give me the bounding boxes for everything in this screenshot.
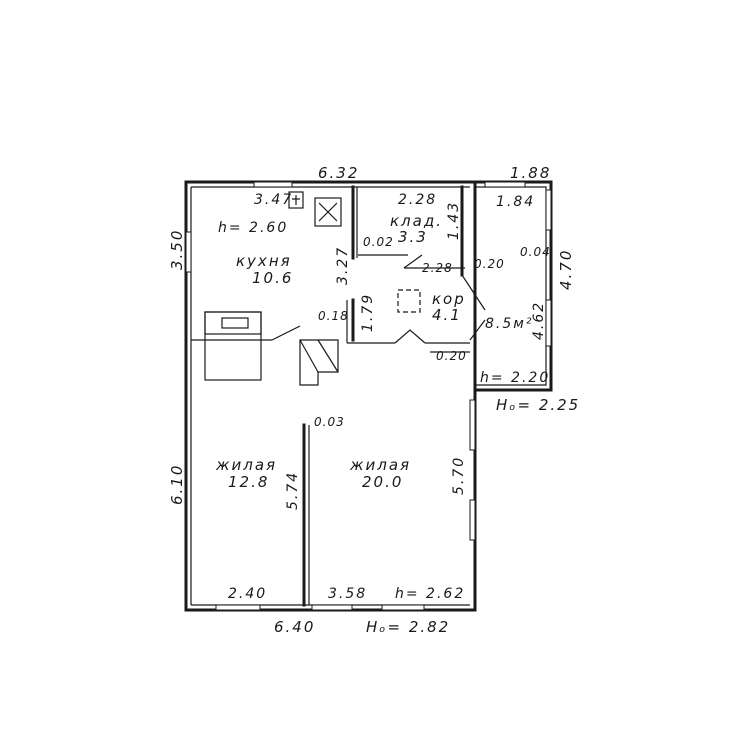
kitchen-width: 3.47 xyxy=(254,192,293,208)
sink xyxy=(314,197,342,227)
window-annex-right-1 xyxy=(545,189,552,231)
window-annex-right-2 xyxy=(545,299,552,347)
living-width: 3.58 xyxy=(328,586,367,602)
door-storage xyxy=(403,254,423,269)
wall-thickness-3: 0.03 xyxy=(314,415,345,429)
windows xyxy=(185,181,552,611)
living-area: 20.0 xyxy=(362,473,403,491)
room-annex: 1.84 8.5м² 4.62 xyxy=(485,194,547,340)
wall-thickness-notes: 0.02 0.18 0.03 0.20 0.04 0.20 xyxy=(314,235,551,429)
window-annex-top xyxy=(484,181,526,188)
dim-annex-top: 1.88 xyxy=(510,164,551,182)
annex-area: 8.5м² xyxy=(485,316,533,332)
door-annex xyxy=(461,274,486,311)
living-depth: 5.70 xyxy=(451,456,467,495)
kitchen-name: кухня xyxy=(236,252,292,270)
height-annex-outer: Hₒ= 2.25 xyxy=(496,396,580,414)
corridor-area: 4.1 xyxy=(432,306,462,324)
room-bedroom: жилая 12.8 2.40 5.74 xyxy=(215,456,301,602)
bedroom-area: 12.8 xyxy=(228,473,269,491)
storage-width: 2.28 xyxy=(398,192,437,208)
living-name: жилая xyxy=(349,456,411,474)
window-bedroom-bottom xyxy=(215,604,261,611)
dim-bottom-width: 6.40 xyxy=(274,618,315,636)
bedroom-name: жилая xyxy=(215,456,277,474)
annex-width: 1.84 xyxy=(496,194,535,210)
wall-thickness-1: 0.02 xyxy=(363,235,394,249)
door-annex-2 xyxy=(469,319,486,341)
wall-thickness-5: 0.04 xyxy=(520,245,551,259)
window-kitchen-top xyxy=(253,181,293,188)
storage-depth: 1.43 xyxy=(446,201,462,240)
door-kitchen xyxy=(271,325,301,341)
window-living-bottom xyxy=(311,604,353,611)
door-corridor xyxy=(394,329,426,344)
room-kitchen: 3.47 кухня 10.6 3.27 xyxy=(236,192,351,287)
wall-thickness-2: 0.18 xyxy=(318,309,349,323)
room-corridor: кор 4.1 1.79 xyxy=(360,290,466,332)
annex-depth: 4.62 xyxy=(531,301,547,340)
window-living-bottom-2 xyxy=(381,604,425,611)
height-main-outer: Hₒ= 2.82 xyxy=(366,618,450,636)
doors xyxy=(271,254,486,344)
room-storage: 2.28 клад. 3.3 1.43 2.28 xyxy=(390,192,462,275)
height-living-room: h= 2.62 xyxy=(395,586,465,602)
kitchen-area: 10.6 xyxy=(252,269,293,287)
height-annex: h= 2.20 xyxy=(480,370,550,386)
storage-name: клад. xyxy=(390,212,443,230)
stove xyxy=(204,311,262,381)
window-living-right-2 xyxy=(469,499,476,541)
dim-left-upper: 3.50 xyxy=(168,229,186,270)
storage-area: 3.3 xyxy=(398,228,428,246)
corridor-name: кор xyxy=(432,290,466,308)
corridor-hatch xyxy=(397,289,421,313)
room-living: жилая 20.0 3.58 5.70 xyxy=(328,456,467,602)
interior-walls xyxy=(191,185,470,607)
kitchen-depth: 3.27 xyxy=(335,246,351,285)
gas-marker xyxy=(288,191,304,209)
wall-thickness-6: 0.20 xyxy=(436,349,467,363)
corridor-depth: 1.79 xyxy=(360,293,376,332)
wall-thickness-4: 0.20 xyxy=(474,257,505,271)
window-kitchen-left xyxy=(185,231,192,273)
window-living-right-1 xyxy=(469,399,476,451)
storage-inner-width: 2.28 xyxy=(422,261,453,275)
height-kitchen: h= 2.60 xyxy=(218,220,288,236)
dim-left-lower: 6.10 xyxy=(168,464,186,505)
dim-top-width: 6.32 xyxy=(318,164,359,182)
bedroom-width: 2.40 xyxy=(228,586,267,602)
dim-annex-right: 4.70 xyxy=(557,249,575,290)
bedroom-depth: 5.74 xyxy=(285,471,301,510)
